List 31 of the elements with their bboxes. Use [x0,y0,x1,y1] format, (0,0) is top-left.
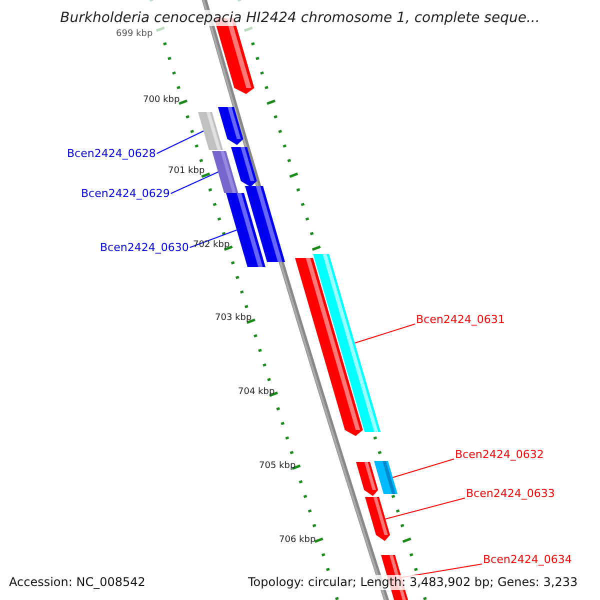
gene-block [218,107,244,145]
footer-text: Accession: NC_008542 [9,575,146,590]
gene-block [245,186,286,262]
scale-label: 706 kbp [279,535,316,546]
scale-label: 701 kbp [168,166,205,177]
leader-line [156,130,204,154]
gene-block [365,497,390,541]
leader-line [354,324,416,344]
leader-line [170,172,219,194]
scale-label: 704 kbp [238,387,275,398]
gene-block [374,461,398,494]
gene-block [231,147,257,187]
leader-line [189,230,238,248]
gene-block [198,112,224,150]
leader-line [392,458,454,478]
scale-label: 702 kbp [193,240,230,251]
footer-text: Topology: circular; Length: 3,483,902 bp; Genes: 3,233 [248,575,578,590]
gene-label: Bcen2424_0631 [416,313,505,326]
gene-block [356,462,378,496]
gene-label: Bcen2424_0633 [466,487,555,500]
gene-label: Bcen2424_0632 [455,448,544,461]
scale-label: 705 kbp [259,461,296,472]
gene-label: Bcen2424_0630 [100,241,189,254]
scale-label: 703 kbp [215,313,252,324]
scale-label: 699 kbp [116,29,153,40]
scale-label: 700 kbp [143,95,180,106]
gene-label: Bcen2424_0628 [67,147,156,160]
gene-label: Bcen2424_0634 [483,553,572,566]
gene-block [212,151,238,193]
gene-label: Bcen2424_0629 [81,187,170,200]
gene-block [313,254,381,432]
